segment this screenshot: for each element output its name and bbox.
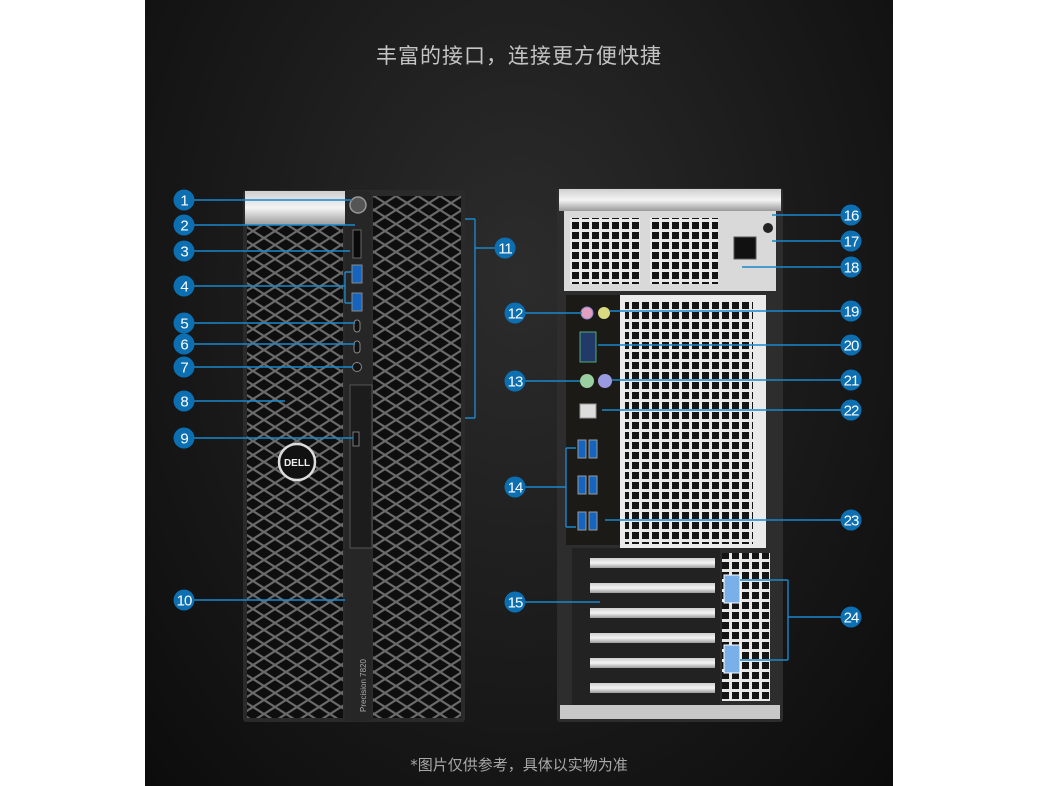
callout-number: 1 — [180, 193, 188, 210]
callout-badge-4: 4 — [173, 275, 195, 297]
card-latch-icon — [723, 644, 741, 674]
audio-out-port-icon — [598, 307, 610, 319]
front-handle — [245, 191, 345, 225]
callout-number: 9 — [180, 431, 188, 448]
eject-button-icon — [352, 431, 360, 447]
callout-badge-22: 22 — [840, 399, 862, 421]
serial-port-icon — [579, 331, 597, 363]
dell-logo: DELL — [277, 442, 317, 482]
model-label: Precision 7820 — [359, 659, 368, 712]
callout-badge-3: 3 — [173, 240, 195, 262]
page-title: 丰富的接口，连接更方便快捷 — [376, 44, 662, 68]
callout-badge-23: 23 — [840, 509, 862, 531]
ethernet-port-icon — [579, 403, 597, 419]
callout-badge-7: 7 — [173, 356, 195, 378]
audio-jack-icon — [352, 362, 362, 372]
callout-badge-13: 13 — [504, 370, 526, 392]
callout-number: 21 — [844, 373, 859, 390]
callout-badge-1: 1 — [173, 189, 195, 211]
callout-number: 18 — [844, 260, 859, 277]
power-button-icon — [349, 196, 367, 214]
callout-badge-9: 9 — [173, 427, 195, 449]
callout-badge-12: 12 — [504, 302, 526, 324]
callout-number: 16 — [844, 208, 859, 225]
callout-badge-19: 19 — [840, 300, 862, 322]
callout-number: 7 — [180, 360, 188, 377]
callout-number: 14 — [508, 480, 523, 497]
callout-badge-16: 16 — [840, 204, 862, 226]
ps2-mouse-port-icon — [580, 374, 594, 388]
callout-number: 17 — [844, 234, 859, 251]
ps2-keyboard-port-icon — [598, 374, 612, 388]
callout-number: 3 — [180, 244, 188, 261]
product-diagram: 丰富的接口，连接更方便快捷 — [145, 0, 893, 786]
callout-number: 23 — [844, 513, 859, 530]
callout-number: 20 — [844, 338, 859, 355]
callout-badge-10: 10 — [173, 589, 195, 611]
callout-badge-2: 2 — [173, 214, 195, 236]
callout-number: 22 — [844, 403, 859, 420]
rear-view-tower — [557, 188, 783, 722]
callout-number: 5 — [180, 316, 188, 333]
callout-badge-5: 5 — [173, 312, 195, 334]
svg-text:DELL: DELL — [284, 458, 310, 469]
callout-badge-15: 15 — [504, 591, 526, 613]
usb-c-port-icon — [353, 319, 361, 333]
callout-number: 19 — [844, 304, 859, 321]
callout-number: 11 — [498, 241, 512, 258]
callout-badge-17: 17 — [840, 230, 862, 252]
power-socket-icon — [733, 236, 757, 260]
callout-number: 8 — [180, 394, 188, 411]
callout-badge-20: 20 — [840, 334, 862, 356]
callout-badge-11: 11 — [494, 237, 516, 259]
callout-number: 10 — [177, 593, 192, 610]
expansion-slots — [572, 548, 720, 706]
callout-number: 2 — [180, 218, 188, 235]
callout-badge-8: 8 — [173, 390, 195, 412]
callout-badge-18: 18 — [840, 256, 862, 278]
optical-drive-bay — [349, 384, 373, 549]
front-view-tower: DELL Precision 7820 — [243, 190, 465, 722]
callout-number: 6 — [180, 337, 188, 354]
audio-in-port-icon — [580, 306, 594, 320]
leader-lines — [192, 199, 843, 661]
sd-card-slot-icon — [352, 229, 362, 259]
rear-usb-ports — [577, 439, 598, 531]
callout-number: 15 — [508, 595, 523, 612]
callout-badge-14: 14 — [504, 476, 526, 498]
callout-badge-6: 6 — [173, 333, 195, 355]
card-latch-icon — [723, 574, 741, 604]
callout-number: 13 — [508, 374, 523, 391]
front-right-grille — [373, 196, 461, 718]
callout-number: 12 — [508, 306, 523, 323]
workstation-illustration: DELL Precision 7820 — [173, 188, 862, 722]
usb-a-port-icon — [351, 264, 363, 284]
callout-badge-24: 24 — [840, 606, 862, 628]
callout-number: 24 — [844, 610, 859, 627]
rear-handle — [559, 189, 781, 211]
disclaimer-note: *图片仅供参考，具体以实物为准 — [410, 756, 628, 774]
callout-number: 4 — [180, 279, 188, 296]
usb-a-port-icon — [351, 292, 363, 312]
usb-c-port-icon — [353, 340, 361, 354]
callout-badge-21: 21 — [840, 369, 862, 391]
